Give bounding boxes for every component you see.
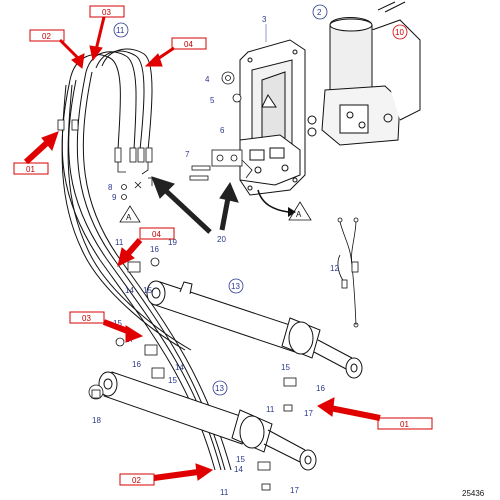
label-11-right: 11 [266,405,275,414]
tag-03-mid [69,311,105,324]
label-16b: 16 [132,360,141,369]
hose-fittings [57,119,153,175]
section-mark-a-right: A [257,189,312,221]
svg-text:A: A [296,210,302,219]
tag-04-mid [139,227,175,240]
svg-text:02: 02 [132,476,141,485]
lower-cylinder [98,371,317,471]
motor-reservoir [307,1,421,146]
valve-block [239,134,301,186]
red-callouts: 03 02 04 01 04 03 01 02 [13,5,433,486]
label-2: 2 [317,8,322,17]
label-15b: 15 [113,319,122,328]
svg-text:01: 01 [26,165,35,174]
label-15c: 15 [168,376,177,385]
label-14a: 14 [125,286,134,295]
label-14b: 14 [175,363,184,372]
tag-03-top [89,5,125,18]
label-11-top: 11 [116,26,125,35]
label-15e: 15 [236,455,245,464]
svg-text:04: 04 [184,40,193,49]
pointer-arrows [151,176,239,234]
label-17c: 17 [290,486,299,495]
label-9: 9 [112,193,117,202]
label-11-bottom: 11 [220,488,229,497]
label-10: 10 [395,28,404,37]
cylinder-fittings [88,257,297,491]
tag-04-top [171,37,207,50]
tag-01-top [13,162,49,175]
part-labels: 3 2 10 11 4 5 6 7 8 9 20 11 19 16 14 15 … [92,4,408,497]
label-15d: 15 [281,363,290,372]
svg-text:03: 03 [102,8,111,17]
svg-text:A: A [126,213,132,222]
figure-id: 25436 [462,489,485,498]
tag-02-top [29,29,65,42]
tag-02-bottom [119,473,155,486]
label-16a: 16 [150,245,159,254]
label-5: 5 [210,96,215,105]
label-18: 18 [92,416,101,425]
label-11-left: 11 [115,238,124,247]
label-17b: 17 [304,409,313,418]
svg-text:03: 03 [82,314,91,323]
svg-text:01: 01 [400,420,409,429]
label-7: 7 [185,150,190,159]
label-12: 12 [330,264,339,273]
upper-cylinder [146,280,363,379]
label-16c: 16 [316,384,325,393]
label-13-upper: 13 [231,282,240,291]
section-mark-a-left: A [119,205,141,223]
svg-text:02: 02 [42,32,51,41]
label-6: 6 [220,126,225,135]
wiring-harness [337,217,359,328]
label-19: 19 [168,238,177,247]
label-4: 4 [205,75,210,84]
label-8: 8 [108,183,113,192]
label-13-lower: 13 [215,384,224,393]
svg-text:04: 04 [152,230,161,239]
label-15a: 15 [143,286,152,295]
tag-01-right [377,417,433,430]
label-3: 3 [262,15,267,24]
label-14c: 14 [234,465,243,474]
fasteners [121,71,253,200]
label-20: 20 [217,235,226,244]
